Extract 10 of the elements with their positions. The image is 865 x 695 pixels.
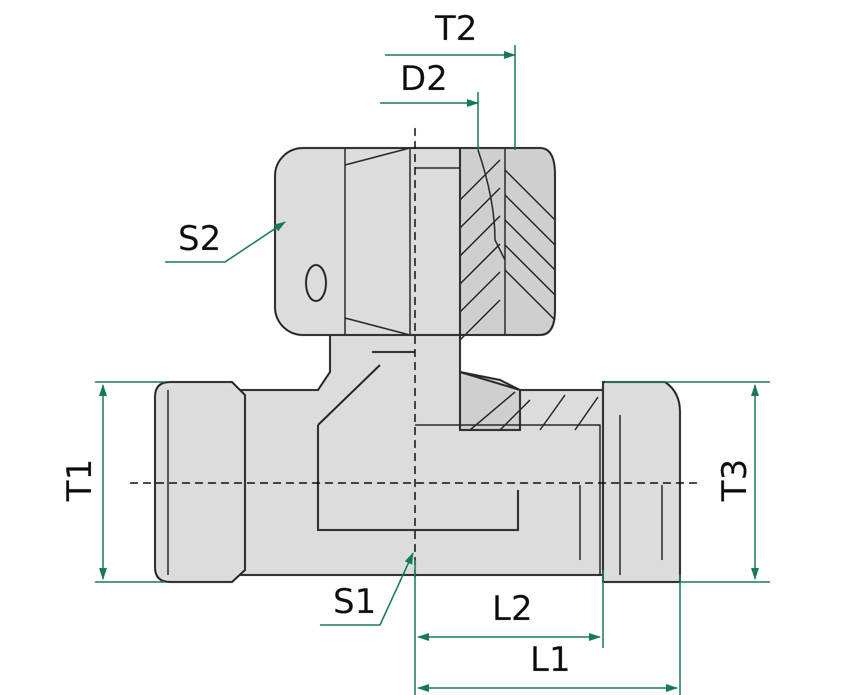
leader-line: [165, 221, 286, 263]
dimension-label: D2: [400, 62, 448, 96]
leader-line: [320, 552, 414, 626]
dimension-label: T1: [63, 458, 97, 502]
dimension-label: L2: [492, 592, 533, 626]
dimension-label: L1: [530, 643, 571, 677]
dimension-label: T3: [718, 458, 752, 502]
callout-label: S2: [178, 222, 222, 256]
callout-label: S1: [333, 585, 376, 619]
dimension-label: T2: [435, 12, 478, 46]
